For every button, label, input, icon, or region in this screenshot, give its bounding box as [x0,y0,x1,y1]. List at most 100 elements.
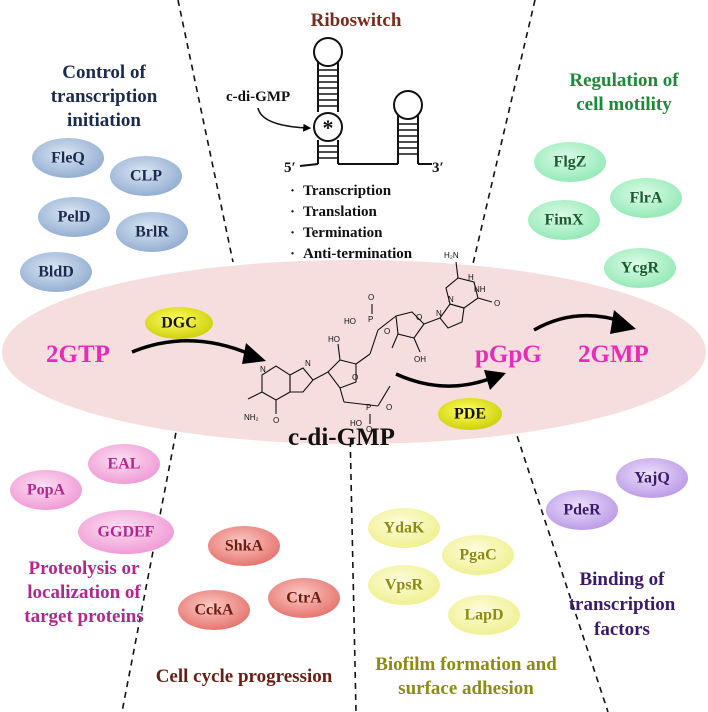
three-prime-label: 3′ [432,160,444,176]
protein-pill: FleQ [32,138,104,178]
svg-text:NH: NH [474,285,486,294]
svg-text:CtrA: CtrA [286,590,322,607]
svg-text:BldD: BldD [38,264,74,281]
function-item: Transcription [303,183,392,199]
svg-text:HO: HO [350,419,362,428]
svg-text:H₂N: H₂N [444,251,459,260]
protein-pill: PgaC [442,535,514,575]
protein-pill: ShkA [208,526,280,566]
svg-text:HO: HO [328,335,340,344]
riboswitch-panel: Riboswitch * 5′ 3′ c-di-GM [226,10,444,262]
svg-text:PdeR: PdeR [563,502,601,519]
protein-pill: PopA [10,470,82,510]
product-label: c-di-GMP [288,424,395,451]
protein-pill: CckA [178,590,250,630]
svg-text:P: P [368,315,373,324]
divider-top-right [471,0,536,269]
svg-text:O: O [384,327,390,336]
section-title: initiation [67,110,141,131]
svg-text:FimX: FimX [544,212,584,229]
svg-text:ShkA: ShkA [225,538,264,555]
substrate-label: 2GTP [46,341,110,368]
motility-panel: Regulation of cell motility FlgZ FlrA Fi… [528,70,682,288]
function-item: Anti-termination [303,246,413,262]
protein-pill: YdaK [368,508,440,548]
section-title: Cell cycle progression [156,666,333,687]
metabolic-pathway: 2GTP DGC [46,251,649,451]
protein-pill: FlgZ [534,142,606,182]
protein-pill: YajQ [616,458,688,498]
riboswitch-function-list: · Transcription · Translation · Terminat… [290,183,413,262]
svg-text:P: P [366,403,371,412]
svg-text:OH: OH [414,355,426,364]
svg-text:PelD: PelD [58,209,91,226]
svg-text:O: O [366,425,372,434]
enzyme-pill: PDE [438,398,502,430]
structure-atom-labels: NH₂ N N O HO O P HO O O P O HO O OH O N … [244,251,500,434]
svg-text:O: O [386,403,392,412]
function-item: Termination [303,225,383,241]
divider-bottom-mid [349,429,357,712]
five-prime-label: 5′ [284,160,296,176]
svg-text:YcgR: YcgR [621,260,660,277]
svg-text:N: N [436,309,442,318]
svg-text:VpsR: VpsR [385,577,424,594]
protein-pill: LapD [448,595,520,635]
svg-text:FlgZ: FlgZ [554,154,587,171]
section-title: factors [594,619,650,640]
svg-text:O: O [273,416,279,425]
protein-pill: PelD [38,197,110,237]
svg-text:DGC: DGC [161,315,197,332]
enzyme-pill: DGC [145,307,213,339]
svg-text:·: · [290,204,295,220]
section-title: Binding of [579,569,665,590]
protein-pill: BldD [20,252,92,292]
ligand-label: c-di-GMP [226,89,290,105]
section-title: Regulation of [569,70,679,91]
section-title: Proteolysis or [29,558,141,579]
divider-bottom-right [499,383,609,712]
svg-text:PopA: PopA [27,482,66,499]
hydrolysis-arrow [395,372,493,388]
svg-text:·: · [290,225,295,241]
intermediate-label: pGpG [475,341,542,368]
svg-text:N: N [305,359,311,368]
section-dividers [121,0,609,712]
cell-cycle-panel: ShkA CtrA CckA Cell cycle progression [156,526,340,687]
svg-text:H: H [468,273,474,282]
transcription-control-panel: Control of transcription initiation FleQ… [20,62,188,292]
svg-text:LapD: LapD [464,607,503,624]
left-hairpin-loop [313,37,343,67]
svg-text:EAL: EAL [108,456,141,473]
section-title: target proteins [24,606,143,627]
svg-text:PDE: PDE [454,406,486,423]
svg-text:O: O [368,293,374,302]
transcription-factors-panel: YajQ PdeR Binding of transcription facto… [546,458,688,640]
c-di-gmp-structure [247,261,493,424]
protein-pill: FimX [528,200,600,240]
biofilm-panel: YdaK PgaC VpsR LapD Biofilm formation an… [368,508,557,699]
protein-pill: PdeR [546,490,618,530]
protein-pill: CLP [110,156,182,196]
svg-text:YajQ: YajQ [634,470,670,487]
svg-text:CLP: CLP [130,168,162,185]
svg-text:O: O [352,373,358,382]
section-title: transcription [569,594,676,615]
svg-text:GGDEF: GGDEF [98,524,155,541]
svg-text:YdaK: YdaK [384,520,425,537]
svg-text:O: O [494,299,500,308]
svg-text:HO: HO [344,317,356,326]
protein-pill: EAL [88,444,160,484]
section-title: localization of [27,582,141,603]
svg-text:O: O [416,313,422,322]
proteolysis-panel: EAL PopA GGDEF Proteolysis or localizati… [10,444,174,627]
svg-text:NH₂: NH₂ [244,413,259,422]
svg-text:BrlR: BrlR [135,224,169,241]
svg-text:N: N [260,365,266,374]
section-title: cell motility [576,94,672,115]
section-title: Biofilm formation and [375,654,557,675]
divider-bottom-left [121,421,179,712]
section-title: Control of [62,62,146,83]
synthesis-arrow [131,339,253,357]
binding-star: * [323,115,334,140]
